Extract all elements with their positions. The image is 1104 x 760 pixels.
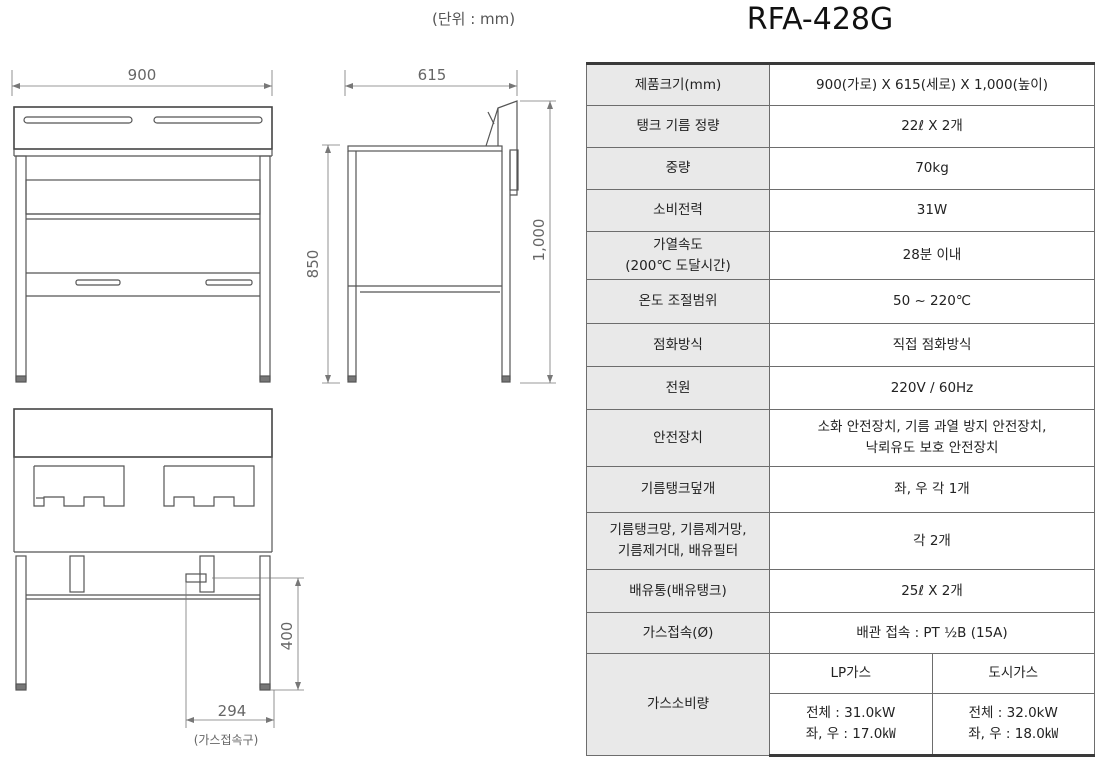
spec-value-line: 소화 안전장치, 기름 과열 방지 안전장치, bbox=[817, 419, 1047, 435]
spec-label: 점화방식 bbox=[586, 323, 770, 367]
table-row: 전체 : 31.0kW 좌, 우 : 17.0㎾ 전체 : 32.0kW 좌, … bbox=[587, 693, 1095, 757]
spec-value: 220V / 60Hz bbox=[769, 366, 1095, 410]
spec-label: 소비전력 bbox=[586, 189, 770, 232]
spec-label: 중량 bbox=[586, 147, 770, 190]
spec-label: 배유통(배유탱크) bbox=[586, 569, 770, 613]
spec-value: 900(가로) X 615(세로) X 1,000(높이) bbox=[769, 62, 1095, 106]
table-row: 기름탱크덮개 좌, 우 각 1개 bbox=[586, 466, 1095, 513]
top-view-drawing bbox=[13, 408, 304, 728]
lp-gas-header: LP가스 bbox=[769, 653, 933, 694]
spec-label: 전원 bbox=[586, 366, 770, 410]
spec-value-line: 낙뢰유도 보호 안전장치 bbox=[865, 440, 999, 456]
spec-label-line: (200℃ 도달시간) bbox=[625, 257, 731, 274]
spec-label: 가스접속(Ø) bbox=[586, 612, 770, 654]
lp-gas-values: 전체 : 31.0kW 좌, 우 : 17.0㎾ bbox=[769, 693, 933, 757]
spec-label-line: 기름제거대, 배유필터 bbox=[617, 543, 739, 559]
spec-value: 각 2개 bbox=[769, 512, 1095, 570]
spec-label: 기름탱크덮개 bbox=[586, 466, 770, 513]
spec-value: 25ℓ X 2개 bbox=[769, 569, 1095, 613]
lp-gas-each: 좌, 우 : 17.0㎾ bbox=[805, 726, 896, 742]
table-row: 온도 조절범위 50 ~ 220℃ bbox=[586, 279, 1095, 324]
gas-connection-caption: (가스접속구) bbox=[194, 733, 259, 747]
spec-value: 배관 접속 : PT ½B (15A) bbox=[769, 612, 1095, 654]
lp-gas-total: 전체 : 31.0kW bbox=[806, 705, 896, 721]
city-gas-each: 좌, 우 : 18.0㎾ bbox=[968, 726, 1059, 742]
model-name: RFA-428G bbox=[746, 2, 894, 37]
unit-label: (단위 : mm) bbox=[432, 10, 516, 28]
table-row: 중량 70kg bbox=[586, 147, 1095, 190]
spec-value: 직접 점화방식 bbox=[769, 323, 1095, 367]
table-row: 가스소비량 LP가스 도시가스 bbox=[586, 653, 1095, 756]
city-gas-header: 도시가스 bbox=[931, 653, 1095, 694]
spec-label: 가스소비량 bbox=[586, 653, 770, 756]
spec-value: 28분 이내 bbox=[769, 231, 1095, 280]
table-row: 제품크기(mm) 900(가로) X 615(세로) X 1,000(높이) bbox=[586, 62, 1095, 106]
spec-label-line: 기름탱크망, 기름제거망, bbox=[609, 522, 747, 538]
side-depth-label: 615 bbox=[418, 66, 447, 84]
city-gas-total: 전체 : 32.0kW bbox=[968, 705, 1058, 721]
table-row: 배유통(배유탱크) 25ℓ X 2개 bbox=[586, 569, 1095, 613]
front-width-label: 900 bbox=[128, 66, 157, 84]
spec-value: 22ℓ X 2개 bbox=[769, 105, 1095, 148]
side-height-body-label: 850 bbox=[304, 250, 322, 279]
table-row: 안전장치 소화 안전장치, 기름 과열 방지 안전장치, 낙뢰유도 보호 안전장… bbox=[586, 409, 1095, 467]
spec-label: 가열속도 (200℃ 도달시간) bbox=[586, 231, 770, 280]
table-row: 가스접속(Ø) 배관 접속 : PT ½B (15A) bbox=[586, 612, 1095, 654]
top-gas-offset-label: 294 bbox=[218, 702, 247, 720]
city-gas-values: 전체 : 32.0kW 좌, 우 : 18.0㎾ bbox=[931, 693, 1095, 757]
table-row: 가열속도 (200℃ 도달시간) 28분 이내 bbox=[586, 231, 1095, 280]
spec-label: 제품크기(mm) bbox=[586, 62, 770, 106]
spec-label-line: 가열속도 bbox=[653, 236, 703, 253]
spec-label: 온도 조절범위 bbox=[586, 279, 770, 324]
spec-value: 31W bbox=[769, 189, 1095, 232]
table-row: 소비전력 31W bbox=[586, 189, 1095, 232]
spec-label: 안전장치 bbox=[586, 409, 770, 467]
top-gas-height-label: 400 bbox=[278, 622, 296, 651]
table-row: 점화방식 직접 점화방식 bbox=[586, 323, 1095, 367]
spec-label: 기름탱크망, 기름제거망, 기름제거대, 배유필터 bbox=[586, 512, 770, 570]
spec-value: 좌, 우 각 1개 bbox=[769, 466, 1095, 513]
side-height-total-label: 1,000 bbox=[530, 219, 548, 262]
front-view-drawing bbox=[11, 70, 273, 383]
spec-value: 70kg bbox=[769, 147, 1095, 190]
table-row: 전원 220V / 60Hz bbox=[586, 366, 1095, 410]
table-row: 기름탱크망, 기름제거망, 기름제거대, 배유필터 각 2개 bbox=[586, 512, 1095, 570]
spec-value: 소화 안전장치, 기름 과열 방지 안전장치, 낙뢰유도 보호 안전장치 bbox=[769, 409, 1095, 467]
spec-label: 탱크 기름 정량 bbox=[586, 105, 770, 148]
spec-table: 제품크기(mm) 900(가로) X 615(세로) X 1,000(높이) 탱… bbox=[586, 62, 1095, 757]
table-row: 탱크 기름 정량 22ℓ X 2개 bbox=[586, 105, 1095, 148]
spec-value: 50 ~ 220℃ bbox=[769, 279, 1095, 324]
side-view-drawing bbox=[322, 70, 556, 384]
